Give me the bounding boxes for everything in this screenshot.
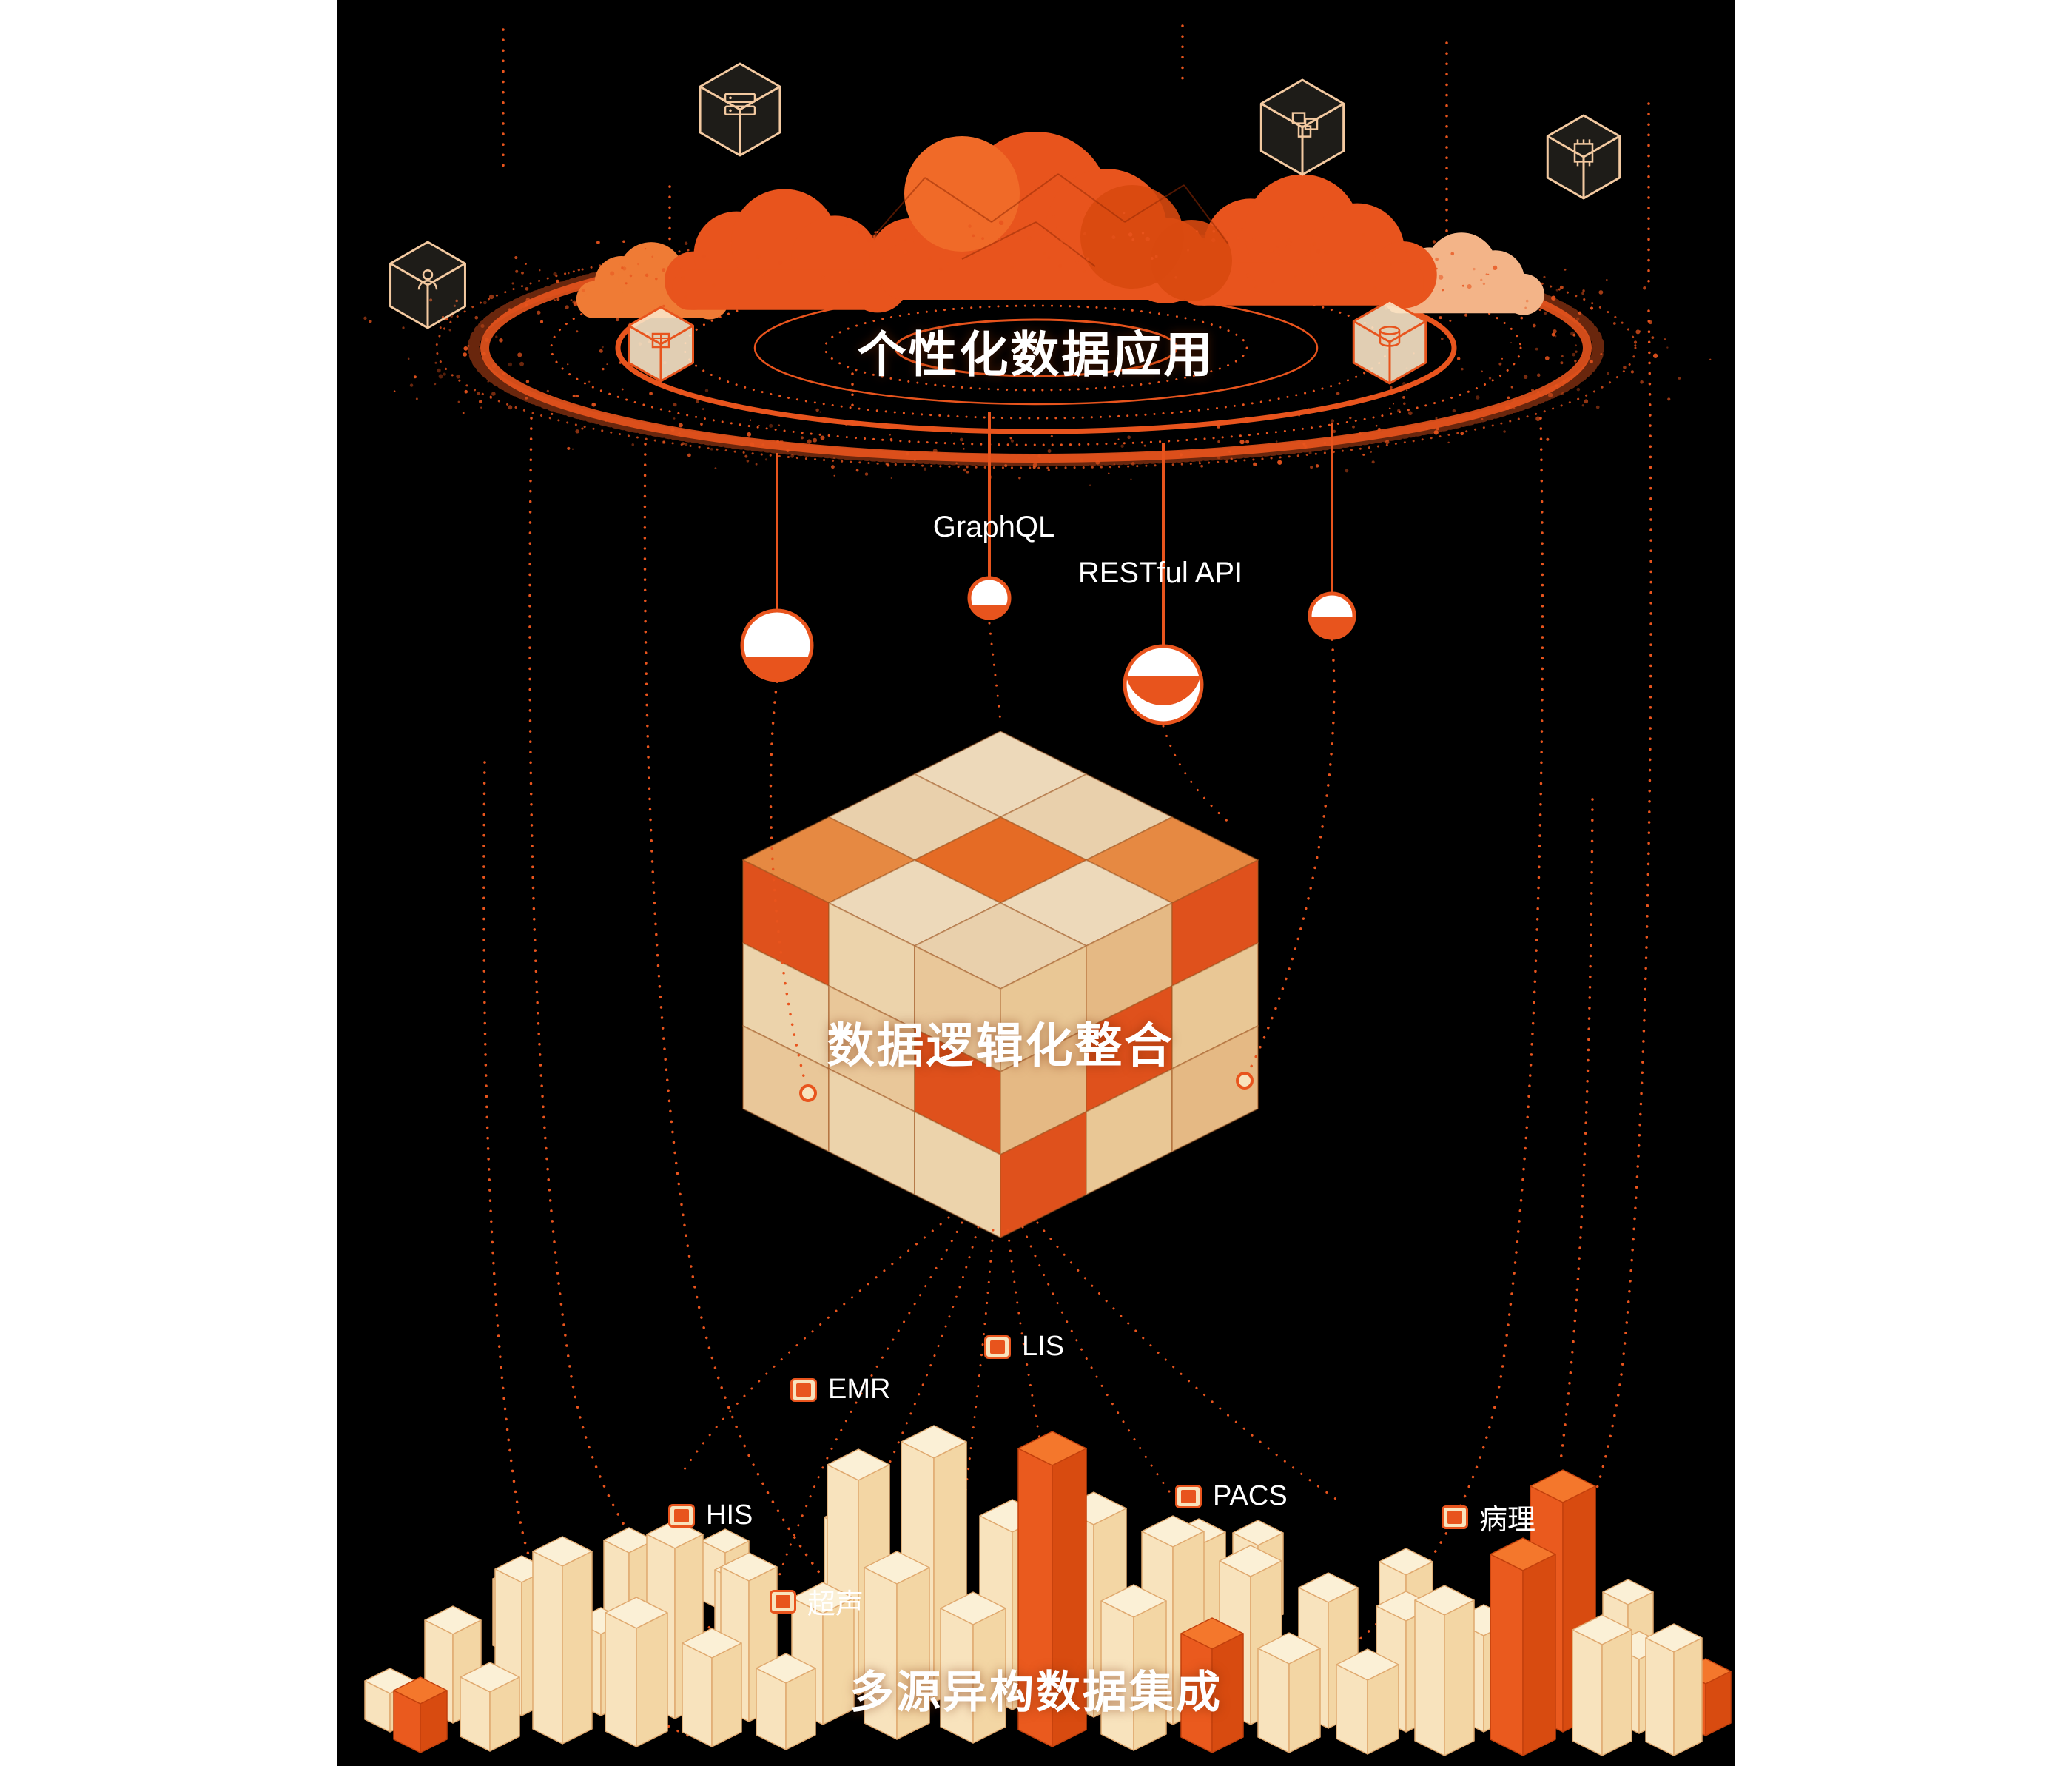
cube-to-source-curves [683, 1216, 1342, 1585]
bar-city [364, 1425, 1732, 1756]
ring-speckles [363, 212, 1712, 487]
server-cube-icon [699, 62, 781, 157]
database-cube-icon [1352, 299, 1427, 385]
chip-cube-icon [1546, 114, 1621, 200]
data-cube [742, 731, 1259, 1238]
packages-cube-icon [1259, 78, 1345, 176]
chain-curves [769, 638, 1336, 1102]
clouds [576, 132, 1544, 320]
user-cube-icon [389, 241, 466, 329]
box-cube-icon [628, 306, 694, 383]
top-dotted-lines [502, 24, 1650, 414]
api-pendulums [740, 412, 1356, 827]
